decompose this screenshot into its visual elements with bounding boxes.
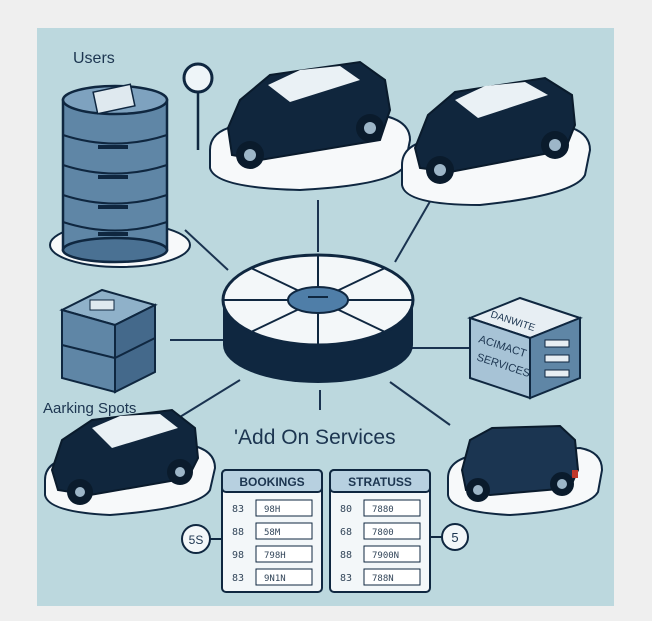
- services-box-icon: [467, 296, 583, 400]
- row-id: 68: [340, 527, 352, 538]
- row-id: 88: [340, 550, 352, 561]
- table-row: 98 798H: [232, 545, 313, 563]
- row-value: 98H: [264, 505, 280, 515]
- bookings-table: BOOKINGS 83 98H 88 58M 98 798H 83 9N1N: [221, 469, 323, 593]
- table-cell: [363, 568, 421, 586]
- row-value: 7800: [372, 528, 394, 538]
- table-row: 80 7880: [340, 499, 421, 517]
- car-icon: [447, 424, 604, 517]
- row-value: 7900N: [372, 551, 399, 561]
- table-cell: [363, 499, 421, 517]
- row-id: 88: [232, 527, 244, 538]
- car-icon: [209, 60, 412, 192]
- row-id: 83: [340, 573, 352, 584]
- car-icon: [401, 76, 592, 207]
- table-row: 83 788N: [340, 568, 421, 586]
- row-value: 798H: [264, 551, 286, 561]
- row-value: 7880: [372, 505, 394, 515]
- row-value: 58M: [264, 528, 281, 538]
- pin-icon: [182, 62, 214, 150]
- left-badge: 5S: [181, 524, 211, 554]
- status-header: STRATUSS: [348, 475, 412, 489]
- central-hub: [221, 253, 415, 383]
- table-cell: [255, 499, 313, 517]
- table-row: 68 7800: [340, 522, 421, 540]
- add-on-services-title: 'Add On Services: [234, 426, 396, 449]
- table-row: 88 58M: [232, 522, 313, 540]
- row-id: 83: [232, 573, 244, 584]
- parking-spots-label: Aarking Spots: [43, 400, 136, 417]
- users-label: Users: [73, 50, 115, 67]
- row-value: 9N1N: [264, 574, 286, 584]
- parking-cabinet-icon: [59, 288, 158, 394]
- row-value: 788N: [372, 574, 394, 584]
- row-id: 98: [232, 550, 244, 561]
- table-row: 83 98H: [232, 499, 313, 517]
- table-cell: [255, 545, 313, 563]
- car-icon: [44, 408, 217, 517]
- row-id: 80: [340, 504, 352, 515]
- table-cell: [363, 545, 421, 563]
- right-badge: 5: [441, 523, 469, 551]
- bookings-header: BOOKINGS: [239, 475, 304, 489]
- status-table: STRATUSS 80 7880 68 7800 88 7900N 83 788N: [329, 469, 431, 593]
- table-cell: [363, 522, 421, 540]
- table-row: 88 7900N: [340, 545, 421, 563]
- table-cell: [255, 522, 313, 540]
- row-id: 83: [232, 504, 244, 515]
- table-row: 83 9N1N: [232, 568, 313, 586]
- users-database-icon: [49, 83, 191, 268]
- left-badge-text: 5S: [189, 533, 204, 547]
- right-badge-text: 5: [451, 530, 458, 545]
- table-cell: [255, 568, 313, 586]
